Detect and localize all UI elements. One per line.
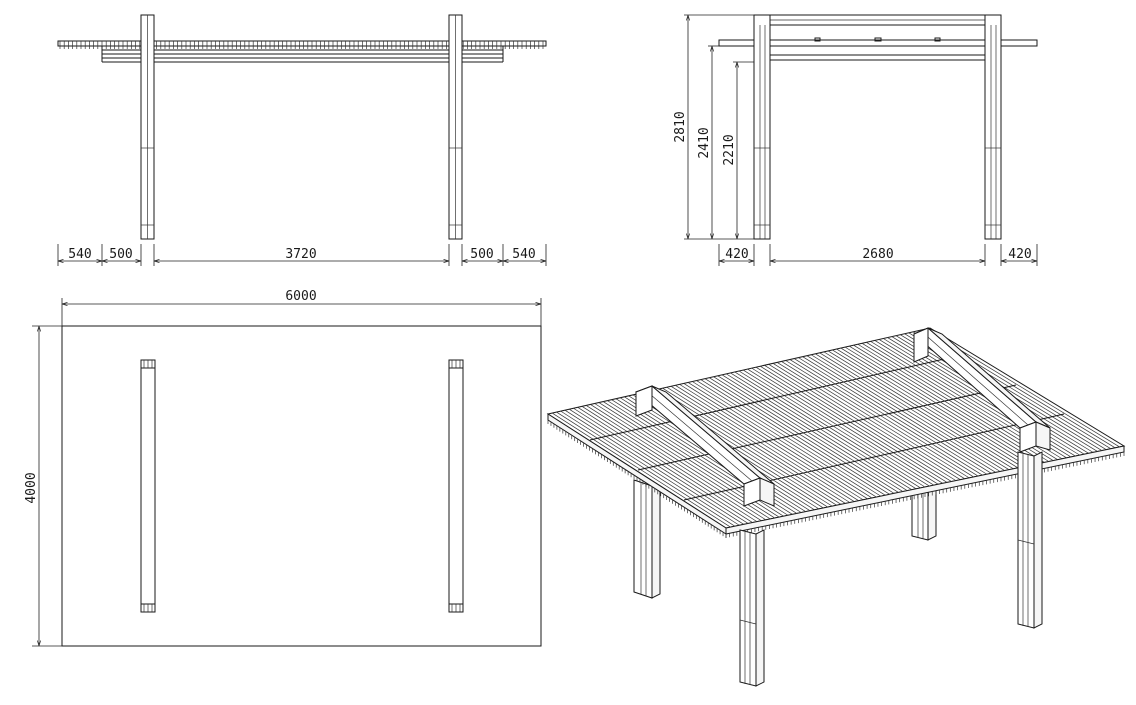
side-width-2: 2680: [862, 247, 893, 262]
plan-beam-right: [448, 359, 464, 613]
iso-beam-right: [913, 327, 1051, 453]
side-width-dims: 420 2680 420: [718, 244, 1038, 266]
front-dim-1: 540: [68, 247, 91, 262]
plan-length-label: 6000: [285, 289, 316, 304]
plan-outline: [61, 325, 542, 647]
plan-beam-left: [140, 359, 156, 613]
iso-post-front-right: [1017, 451, 1043, 629]
side-height-2: 2410: [697, 127, 712, 158]
plan-width-label: 4000: [24, 472, 39, 503]
isometric-view: [546, 327, 1126, 687]
front-dim-3: 3720: [285, 247, 316, 262]
front-dimensions: 540 500 3720 500 540: [57, 244, 547, 266]
side-rafter: [718, 39, 1038, 47]
iso-post-front-left: [739, 529, 765, 687]
front-dim-2: 500: [109, 247, 132, 262]
front-post-left: [140, 14, 155, 240]
front-beam: [101, 46, 504, 63]
iso-post-back-left: [633, 479, 661, 599]
side-height-dims: 2810 2410 2210: [673, 14, 754, 240]
side-height-3: 2210: [722, 134, 737, 165]
side-height-1: 2810: [673, 111, 688, 142]
side-view: 2810 2410 2210 420 2680 420: [673, 14, 1038, 266]
front-dim-4: 500: [470, 247, 493, 262]
front-post-right: [448, 14, 463, 240]
iso-beam-left: [635, 385, 775, 507]
plan-view: 6000 4000: [24, 289, 542, 647]
side-width-1: 420: [725, 247, 748, 262]
side-width-3: 420: [1008, 247, 1031, 262]
front-dim-5: 540: [512, 247, 535, 262]
side-post-left: [753, 14, 771, 240]
plan-dimensions: 6000 4000: [24, 289, 542, 647]
side-post-right: [984, 14, 1002, 240]
front-roof-slats: [57, 40, 547, 49]
front-view: 540 500 3720 500 540: [57, 14, 547, 266]
